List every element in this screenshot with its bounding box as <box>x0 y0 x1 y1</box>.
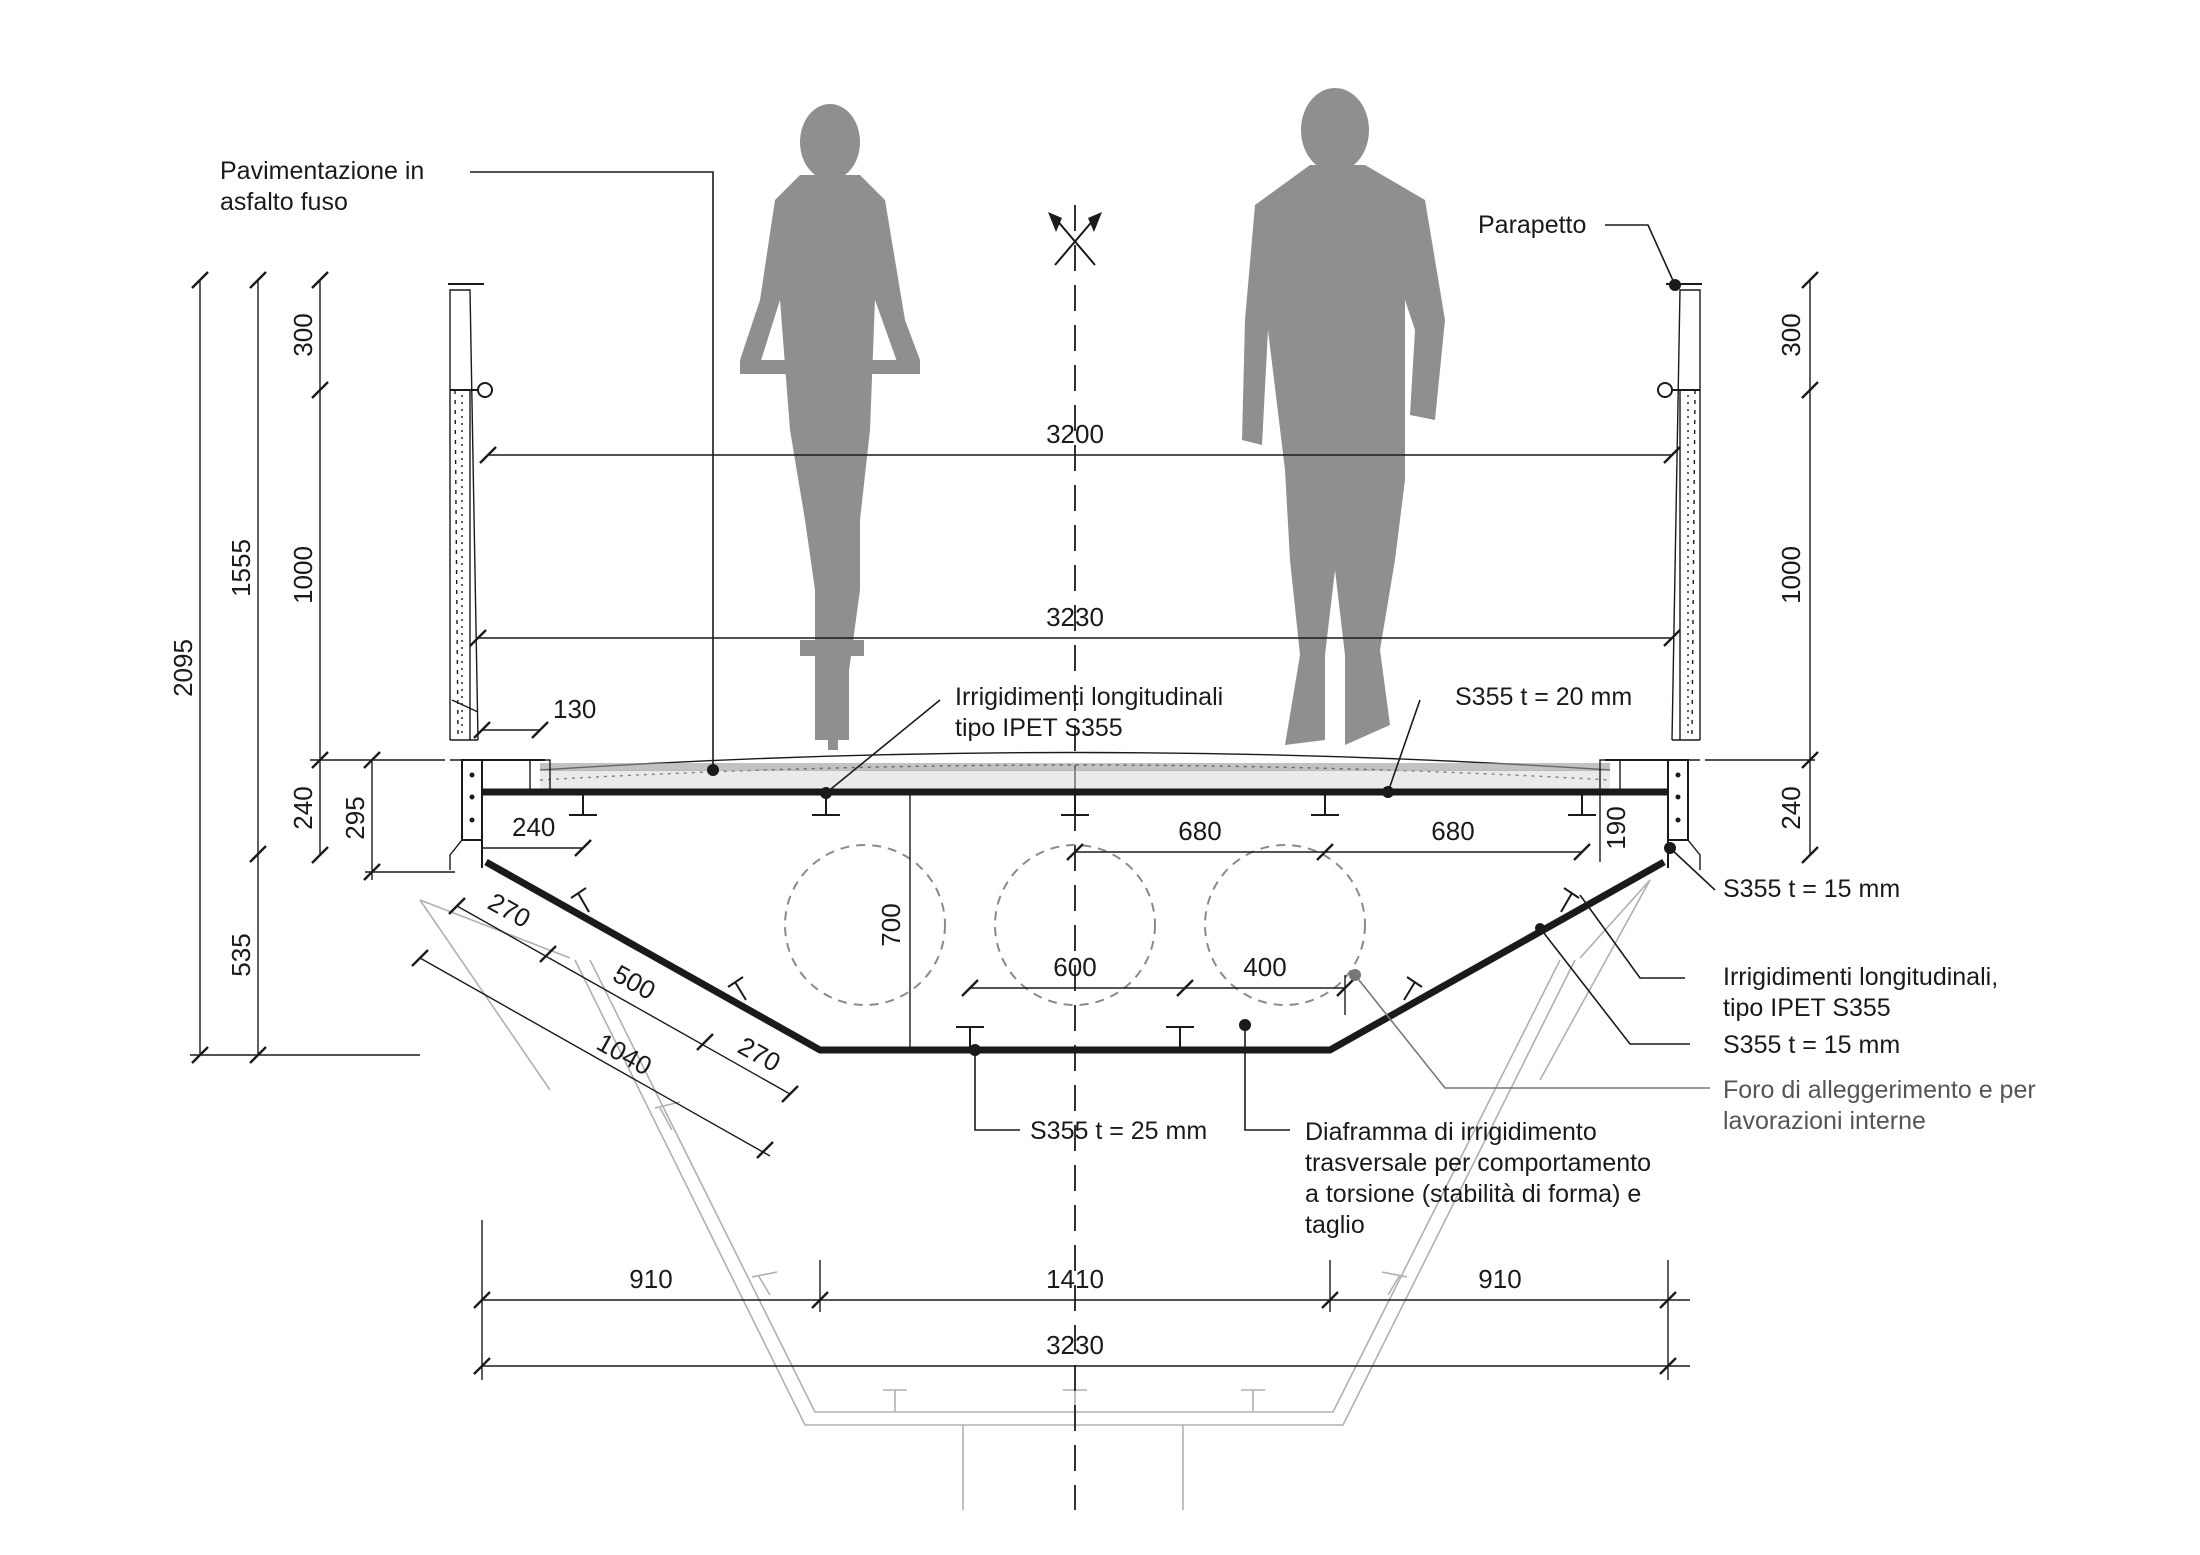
label-diaphragm-line4: taglio <box>1305 1211 1365 1239</box>
label-lightening-hole: Foro di alleggerimento e per <box>1723 1076 2036 1104</box>
symmetry-axis <box>1048 205 1102 1510</box>
stiffener <box>1403 976 1423 1001</box>
dim-web-seg-3: 270 <box>733 1030 785 1077</box>
label-stiffeners-top: Irrigidimenti longitudinali <box>955 683 1223 711</box>
dim-stiffener-spacing-1: 680 <box>1178 816 1221 846</box>
stiffener <box>956 1026 984 1047</box>
stiffener <box>727 976 747 1001</box>
dim-hole-diameter: 400 <box>1243 952 1286 982</box>
dim-right-deck: 240 <box>1776 786 1806 829</box>
label-diaphragm-line3: a torsione (stabilità di forma) e <box>1305 1180 1641 1208</box>
stiffener <box>1166 1026 1194 1047</box>
right-curb-block <box>1667 759 1701 870</box>
stiffener <box>1560 887 1580 913</box>
dim-curb-width: 130 <box>553 694 596 724</box>
dim-overall-height: 2095 <box>168 639 198 697</box>
longitudinal-stiffeners <box>569 795 1596 1047</box>
annotations: Pavimentazione in asfalto fuso Parapetto… <box>220 157 2036 1239</box>
lightening-hole <box>994 844 1156 1006</box>
lightening-hole <box>1204 844 1366 1006</box>
box-girder <box>481 759 1669 1054</box>
label-bottom-plate: S355 t = 25 mm <box>1030 1117 1207 1145</box>
label-web-plate-lower: S355 t = 15 mm <box>1723 1031 1900 1059</box>
annotation-leaders <box>470 171 1716 1131</box>
label-stiffeners-right-line2: tipo IPET S355 <box>1723 994 1891 1022</box>
lightening-hole <box>784 844 946 1006</box>
label-deck-plate: S355 t = 20 mm <box>1455 683 1632 711</box>
dim-right-rail-top: 300 <box>1776 313 1806 356</box>
stiffener <box>570 887 590 913</box>
dim-left-deck: 240 <box>288 786 318 829</box>
label-web-plate-upper: S355 t = 15 mm <box>1723 875 1900 903</box>
right-parapet <box>1657 279 1702 741</box>
dim-bottom-right: 910 <box>1478 1264 1521 1294</box>
dim-bottom-left: 910 <box>629 1264 672 1294</box>
cyclist-silhouette-icon <box>740 104 920 750</box>
dim-bottom-total: 3230 <box>1046 1330 1104 1360</box>
dim-left-deck-total: 295 <box>340 796 370 839</box>
left-parapet <box>448 283 493 741</box>
dim-stiffener-spacing-2: 680 <box>1431 816 1474 846</box>
label-lightening-hole-line2: lavorazioni interne <box>1723 1107 1926 1135</box>
dimension-lines <box>190 271 1819 1380</box>
dim-upper-height: 1555 <box>226 539 256 597</box>
dim-box-depth: 700 <box>876 903 906 946</box>
label-diaphragm: Diaframma di irrigidimento <box>1305 1118 1597 1146</box>
left-curb-block <box>449 759 483 870</box>
label-stiffeners-top-line2: tipo IPET S355 <box>955 714 1123 742</box>
stiffener <box>1568 795 1596 816</box>
stiffener <box>1061 795 1089 816</box>
dim-left-rail-top: 300 <box>288 313 318 356</box>
label-asphalt-paving-line2: asfalto fuso <box>220 188 348 216</box>
dim-inner-width: 3200 <box>1046 419 1104 449</box>
label-stiffeners-right: Irrigidimenti longitudinali, <box>1723 963 1998 991</box>
stiffener <box>569 795 597 816</box>
dim-right-web-gap: 190 <box>1601 806 1631 849</box>
symmetry-axis-icon <box>1048 212 1102 266</box>
lightening-holes <box>784 844 1366 1006</box>
label-parapet: Parapetto <box>1478 211 1586 239</box>
pedestrian-silhouette-icon <box>1242 88 1445 745</box>
dim-lower-height: 535 <box>226 933 256 976</box>
deck-paving-layer <box>529 751 1621 791</box>
dim-web-seg-2: 500 <box>608 958 660 1005</box>
dim-hole-spacing: 600 <box>1053 952 1096 982</box>
dim-bottom-mid: 1410 <box>1046 1264 1104 1294</box>
dim-left-rail-mid: 1000 <box>288 546 318 604</box>
stiffener <box>1311 795 1339 816</box>
box-section-plates <box>484 858 1666 1054</box>
label-diaphragm-line2: trasversale per comportamento <box>1305 1149 1651 1177</box>
dim-web-offset: 240 <box>512 812 555 842</box>
dim-deck-width: 3230 <box>1046 602 1104 632</box>
dim-right-rail-mid: 1000 <box>1776 546 1806 604</box>
dimension-labels: 2095 1555 535 300 1000 240 295 300 1000 … <box>168 313 1806 1360</box>
label-asphalt-paving: Pavimentazione in <box>220 157 424 185</box>
